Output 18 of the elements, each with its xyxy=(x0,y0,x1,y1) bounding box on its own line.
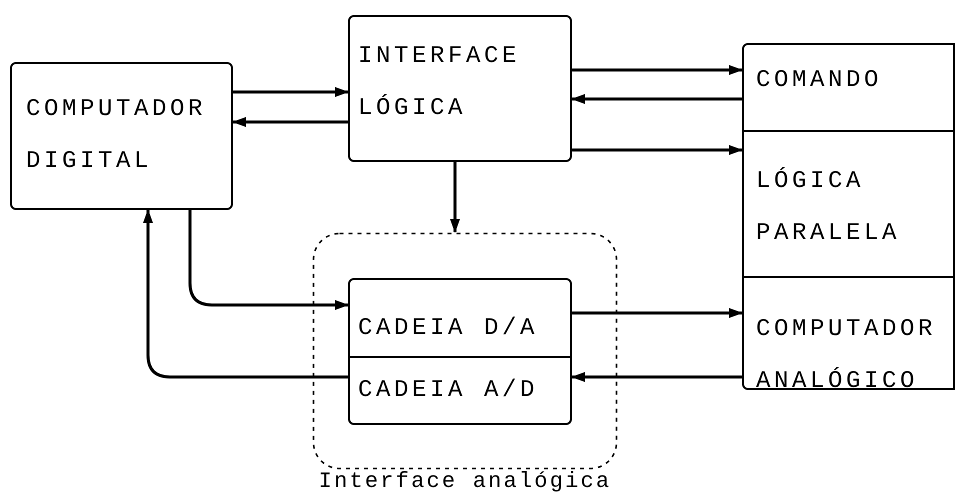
arrow xyxy=(232,117,348,127)
arrow xyxy=(572,145,743,155)
block-box: CADEIA D/A xyxy=(348,278,572,358)
block-box: INTERFACE LÓGICA xyxy=(348,15,572,162)
block-box: COMPUTADOR DIGITAL xyxy=(10,62,233,210)
block-box: COMPUTADOR ANALÓGICO xyxy=(742,278,955,390)
block-box: CADEIA A/D xyxy=(348,358,572,425)
region-label: Interface analógica xyxy=(318,468,612,496)
block-box: LÓGICA PARALELA xyxy=(742,132,955,278)
arrow xyxy=(188,210,349,310)
arrow xyxy=(233,87,349,97)
arrow xyxy=(571,94,742,104)
arrow xyxy=(572,65,743,75)
arrow xyxy=(450,162,460,233)
block-box: COMANDO xyxy=(742,43,955,132)
arrow xyxy=(571,372,742,382)
arrow xyxy=(143,209,348,378)
arrow xyxy=(572,308,743,318)
